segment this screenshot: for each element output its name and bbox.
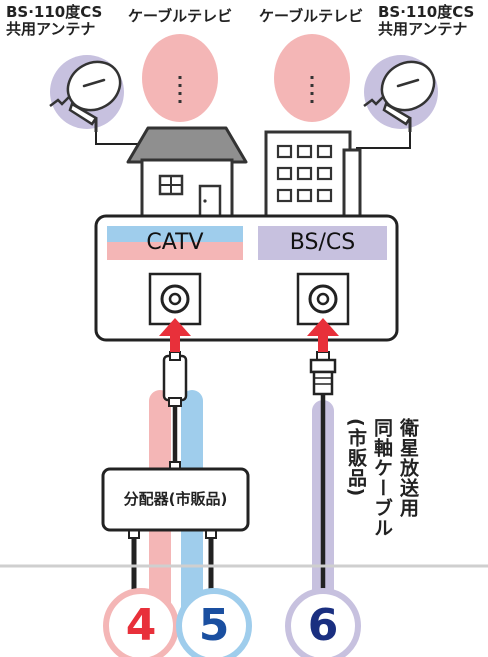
red-arrow-bscs-icon — [307, 318, 339, 352]
bs-left-line2: 共用アンテナ — [6, 20, 96, 38]
bs-right-line2: 共用アンテナ — [378, 20, 468, 38]
house-icon — [126, 126, 248, 218]
cable-tv-label-right: ケーブルテレビ — [259, 7, 364, 25]
satellite-antenna-left-icon — [49, 55, 179, 145]
circle-6 — [285, 588, 361, 657]
bscs-label: BS/CS — [289, 230, 356, 255]
cable-note-line1: 衛星放送用 — [397, 418, 419, 518]
signal-dots-left — [178, 76, 182, 103]
bscs-band — [258, 226, 387, 260]
bs-antenna-label-right: BS·110度CS 共用アンテナ — [378, 4, 474, 38]
catv-port[interactable] — [148, 272, 202, 326]
splitter-label: 分配器(市販品) — [123, 490, 228, 508]
catv-band-blue — [107, 226, 243, 242]
catv-label: CATV — [146, 230, 204, 255]
bs-antenna-label-left: BS·110度CS 共用アンテナ — [6, 4, 102, 38]
number-4: 4 — [125, 600, 157, 651]
bs-left-line1: BS·110度CS — [6, 3, 103, 21]
number-5: 5 — [198, 600, 230, 651]
cable-tv-label-left: ケーブルテレビ — [128, 7, 233, 25]
circle-5 — [176, 588, 252, 657]
apartment-building-icon — [264, 130, 362, 224]
signal-dots-right — [310, 76, 314, 103]
cable-note-line3: (市販品) — [345, 418, 367, 498]
splitter-box — [101, 467, 250, 532]
satellite-antenna-right-icon — [356, 55, 438, 149]
red-arrow-catv-icon — [159, 318, 191, 352]
catv-cable — [162, 351, 188, 470]
catv-band-pink — [107, 242, 243, 260]
bs-right-line1: BS·110度CS — [378, 3, 475, 21]
satellite-coax-cable — [309, 351, 337, 598]
splitter-output-cables — [128, 461, 217, 598]
number-6: 6 — [307, 600, 339, 651]
cable-note-line2: 同軸ケーブル — [371, 418, 393, 538]
bscs-port[interactable] — [296, 272, 350, 326]
